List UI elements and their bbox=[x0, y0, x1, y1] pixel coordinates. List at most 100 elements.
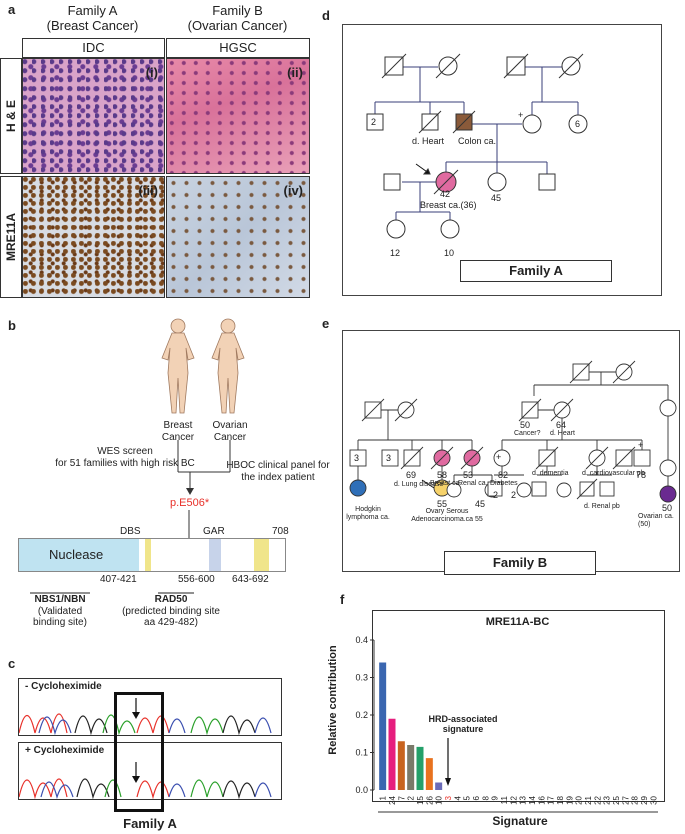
x-tick-label: 22 bbox=[593, 795, 602, 804]
hrd-annotation-line1: HRD-associated bbox=[428, 714, 498, 724]
chart-xlabel: Signature bbox=[492, 814, 548, 828]
panel-label-e: e bbox=[322, 316, 330, 331]
row-label-he-text: H & E bbox=[4, 99, 18, 133]
ped-b-50b: 50 bbox=[662, 503, 673, 513]
mre11a-protein-bar: Nuclease bbox=[18, 538, 286, 572]
ped-b-hodgkin-dx: Hodgkin lymphoma ca. bbox=[338, 506, 398, 522]
breast-label-line2: Cancer bbox=[161, 431, 195, 443]
x-tick-label: 11 bbox=[500, 795, 509, 804]
ped-b-69: 69 bbox=[406, 470, 417, 480]
ped-b-plus1: + bbox=[496, 452, 502, 462]
rad50-line2: aa 429-482) bbox=[144, 617, 198, 628]
x-tick-label: 1 bbox=[379, 795, 388, 800]
ped-b-ovary-dx: Ovary Serous Adenocarcinoma.ca 55 bbox=[404, 508, 490, 524]
ped-a-sister-45 bbox=[487, 172, 507, 192]
x-tick-label: 12 bbox=[509, 795, 518, 804]
family-b-caption-box: Family B bbox=[444, 551, 596, 575]
x-tick-label: 26 bbox=[425, 795, 434, 804]
wes-line2: for 51 families with high risk BC bbox=[55, 457, 195, 469]
x-tick-label: 29 bbox=[640, 795, 649, 804]
family-a-subtitle: (Breast Cancer) bbox=[46, 17, 139, 33]
ped-b-82: 82 bbox=[498, 470, 509, 480]
ped-b-2b: 2 bbox=[511, 490, 517, 500]
x-tick-label: 25 bbox=[612, 795, 621, 804]
chromatogram-trace-minus bbox=[19, 713, 272, 735]
female-silhouette-left bbox=[161, 318, 195, 414]
rad50-binding-text: RAD50 (predicted binding site aa 429-482… bbox=[106, 594, 236, 629]
ped-a-mother bbox=[522, 114, 542, 134]
ped-b-hodgkin-line1: Hodgkin bbox=[355, 506, 381, 513]
row-label-mre11a-text: MRE11A bbox=[4, 212, 18, 262]
family-a-title: Family A bbox=[67, 3, 118, 18]
ped-a-siblings-6 bbox=[568, 114, 588, 134]
x-tick-label: 16 bbox=[537, 795, 546, 804]
ped-b-diabetes: Diabetes bbox=[490, 480, 518, 487]
arrow-plus bbox=[132, 762, 140, 783]
family-b-header: Family B (Ovarian Cancer) bbox=[165, 3, 310, 34]
x-tick-label: 13 bbox=[519, 795, 528, 804]
histology-tile-ii: (ii) bbox=[166, 58, 310, 174]
nuclease-domain bbox=[19, 539, 139, 571]
hboc-line1: HBOC clinical panel for bbox=[226, 460, 330, 471]
tile-label-iii: (iii) bbox=[138, 183, 159, 198]
ihc-tile-iv: (iv) bbox=[166, 176, 310, 298]
tile-label-i: (i) bbox=[145, 65, 158, 80]
panel-c-caption: Family A bbox=[123, 816, 177, 831]
y-tick-label: 0.2 bbox=[355, 710, 368, 720]
ovarian-label-line1: Ovarian bbox=[212, 420, 248, 431]
ped-a-child-12 bbox=[386, 219, 406, 239]
ped-a-age-10: 10 bbox=[444, 248, 455, 258]
bar-sig-10 bbox=[435, 782, 443, 790]
family-a-caption-box: Family A bbox=[460, 260, 612, 282]
col-header-idc: IDC bbox=[22, 38, 165, 58]
bar-sig-26 bbox=[425, 758, 433, 790]
x-tick-label: 3 bbox=[444, 795, 453, 800]
ped-b-2a: 2 bbox=[493, 490, 499, 500]
mutation-tick bbox=[188, 510, 190, 540]
dbs-label: DBS bbox=[120, 526, 141, 537]
y-tick-label: 0.3 bbox=[355, 673, 368, 683]
bar-sig-24 bbox=[388, 718, 396, 790]
arrow-minus bbox=[132, 698, 140, 719]
range-556-600: 556-600 bbox=[178, 574, 215, 585]
ped-a-age-45: 45 bbox=[491, 193, 502, 203]
rad50-title: RAD50 bbox=[154, 594, 188, 605]
pedigree-family-a bbox=[366, 53, 588, 239]
ped-b-78: 78 bbox=[636, 470, 647, 480]
breast-label-line1: Breast bbox=[163, 420, 193, 431]
bar-sig-15 bbox=[416, 746, 424, 790]
bar-sig-1 bbox=[379, 662, 387, 790]
ped-b-ovarian: Ovarian ca. (50) bbox=[638, 513, 674, 529]
hboc-panel-text: HBOC clinical panel for the index patien… bbox=[218, 460, 338, 483]
mutation-highlight-box bbox=[114, 692, 164, 812]
ped-b-lung: d. Lung disease bbox=[394, 481, 444, 488]
x-tick-label: 24 bbox=[388, 795, 397, 804]
x-tick-label: 6 bbox=[472, 795, 481, 800]
ped-a-age-12: 12 bbox=[390, 248, 401, 258]
panel-label-f: f bbox=[340, 592, 345, 607]
breast-cancer-label: Breast Cancer bbox=[150, 420, 206, 443]
chart-ylabel: Relative contribution bbox=[327, 645, 339, 755]
panel-label-b: b bbox=[8, 318, 16, 333]
ihc-tile-iii: (iii) bbox=[22, 176, 165, 298]
chart-title: MRE11A-BC bbox=[485, 616, 550, 628]
gar-label: GAR bbox=[203, 526, 225, 537]
ped-b-hodgkin-line2: lymphoma ca. bbox=[346, 514, 390, 522]
wes-line1: WES screen bbox=[97, 446, 153, 457]
x-tick-label: 28 bbox=[631, 795, 640, 804]
x-tick-label: 7 bbox=[397, 795, 406, 800]
x-tick-label: 4 bbox=[453, 795, 462, 800]
ped-b-64: 64 bbox=[556, 420, 567, 430]
rad50-region bbox=[254, 539, 269, 571]
x-tick-label: 23 bbox=[603, 795, 612, 804]
ped-a-siblings-2 bbox=[366, 113, 384, 131]
minus-cycloheximide-label: - Cycloheximide bbox=[25, 681, 102, 692]
ped-b-45: 45 bbox=[475, 499, 486, 509]
ped-b-ovary-line2: Adenocarcinoma.ca 55 bbox=[411, 516, 483, 524]
ped-b-53: 53 bbox=[463, 470, 474, 480]
pedigree-family-b bbox=[349, 360, 677, 503]
ped-b-renalpb: d. Renal pb bbox=[584, 503, 620, 510]
ped-a-heart: d. Heart bbox=[412, 136, 445, 146]
ped-b-50: 50 bbox=[520, 420, 531, 430]
